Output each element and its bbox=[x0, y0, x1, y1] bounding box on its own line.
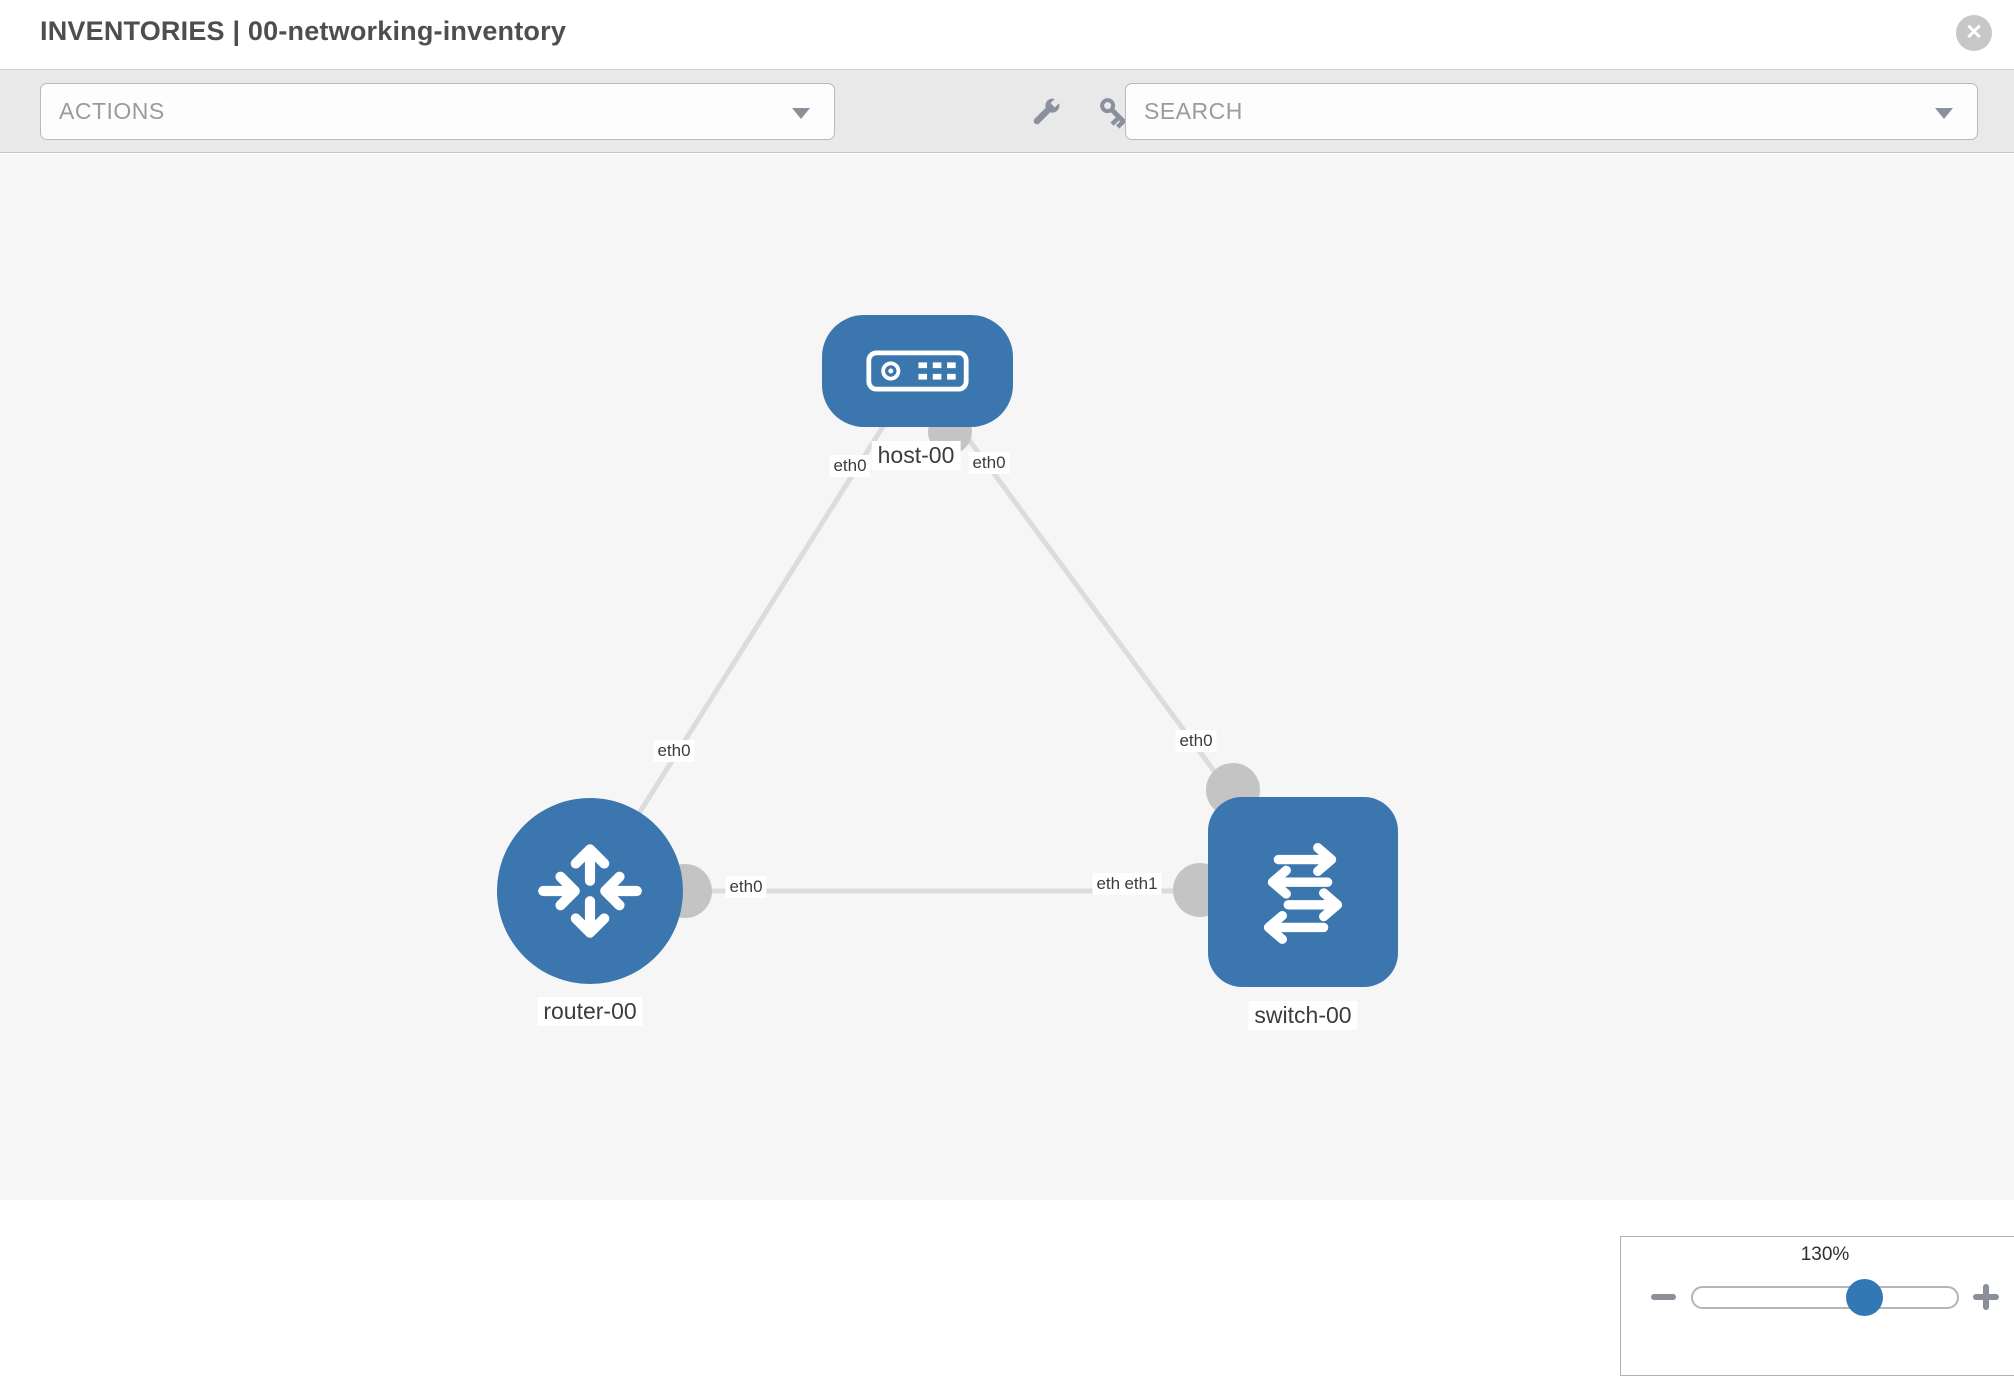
node-switch-00[interactable] bbox=[1208, 797, 1398, 987]
chevron-down-icon bbox=[1935, 108, 1953, 119]
actions-dropdown[interactable]: ACTIONS bbox=[40, 83, 835, 140]
zoom-out-button[interactable] bbox=[1651, 1294, 1676, 1300]
search-dropdown[interactable]: SEARCH bbox=[1125, 83, 1978, 140]
wrench-icon bbox=[1033, 97, 1061, 125]
port-label: eth0 bbox=[829, 455, 871, 477]
zoom-level-value: 130% bbox=[1800, 1244, 1850, 1265]
close-button[interactable]: ✕ bbox=[1956, 15, 1992, 51]
chevron-down-icon bbox=[792, 108, 810, 119]
topology-canvas[interactable]: host-00 router-00 switch-00 eth0 eth0 et… bbox=[0, 154, 2014, 1376]
server-icon bbox=[866, 350, 969, 392]
switch-icon bbox=[1263, 843, 1343, 944]
wrench-button[interactable] bbox=[1028, 94, 1064, 130]
zoom-slider-handle[interactable] bbox=[1846, 1279, 1883, 1316]
port-label: eth0 bbox=[653, 740, 695, 762]
page-title: INVENTORIES | 00-networking-inventory bbox=[40, 16, 567, 46]
node-router-00[interactable] bbox=[497, 798, 683, 984]
port-label: eth0 bbox=[1175, 730, 1217, 752]
port-label: eth0 bbox=[725, 876, 767, 898]
zoom-control-panel: 130% bbox=[1620, 1236, 2014, 1376]
search-dropdown-label: SEARCH bbox=[1144, 98, 1243, 124]
node-host-00[interactable] bbox=[822, 315, 1013, 427]
topology-links-layer bbox=[587, 369, 1306, 918]
header-bar: INVENTORIES | 00-networking-inventory ✕ bbox=[0, 0, 2014, 70]
node-label-host: host-00 bbox=[871, 441, 961, 470]
zoom-in-button[interactable] bbox=[1973, 1284, 1999, 1310]
node-label-switch: switch-00 bbox=[1248, 1001, 1358, 1030]
toolbar: ACTIONS SEARCH bbox=[0, 70, 2014, 153]
router-icon bbox=[538, 844, 642, 938]
key-button[interactable] bbox=[1096, 94, 1132, 130]
zoom-slider-track[interactable] bbox=[1691, 1286, 1959, 1309]
key-icon bbox=[1100, 98, 1127, 129]
port-label: eth0 bbox=[968, 452, 1010, 474]
close-icon: ✕ bbox=[1965, 21, 1983, 44]
actions-dropdown-label: ACTIONS bbox=[59, 98, 165, 124]
node-label-router: router-00 bbox=[537, 997, 643, 1026]
port-label: eth1 bbox=[1120, 873, 1162, 895]
